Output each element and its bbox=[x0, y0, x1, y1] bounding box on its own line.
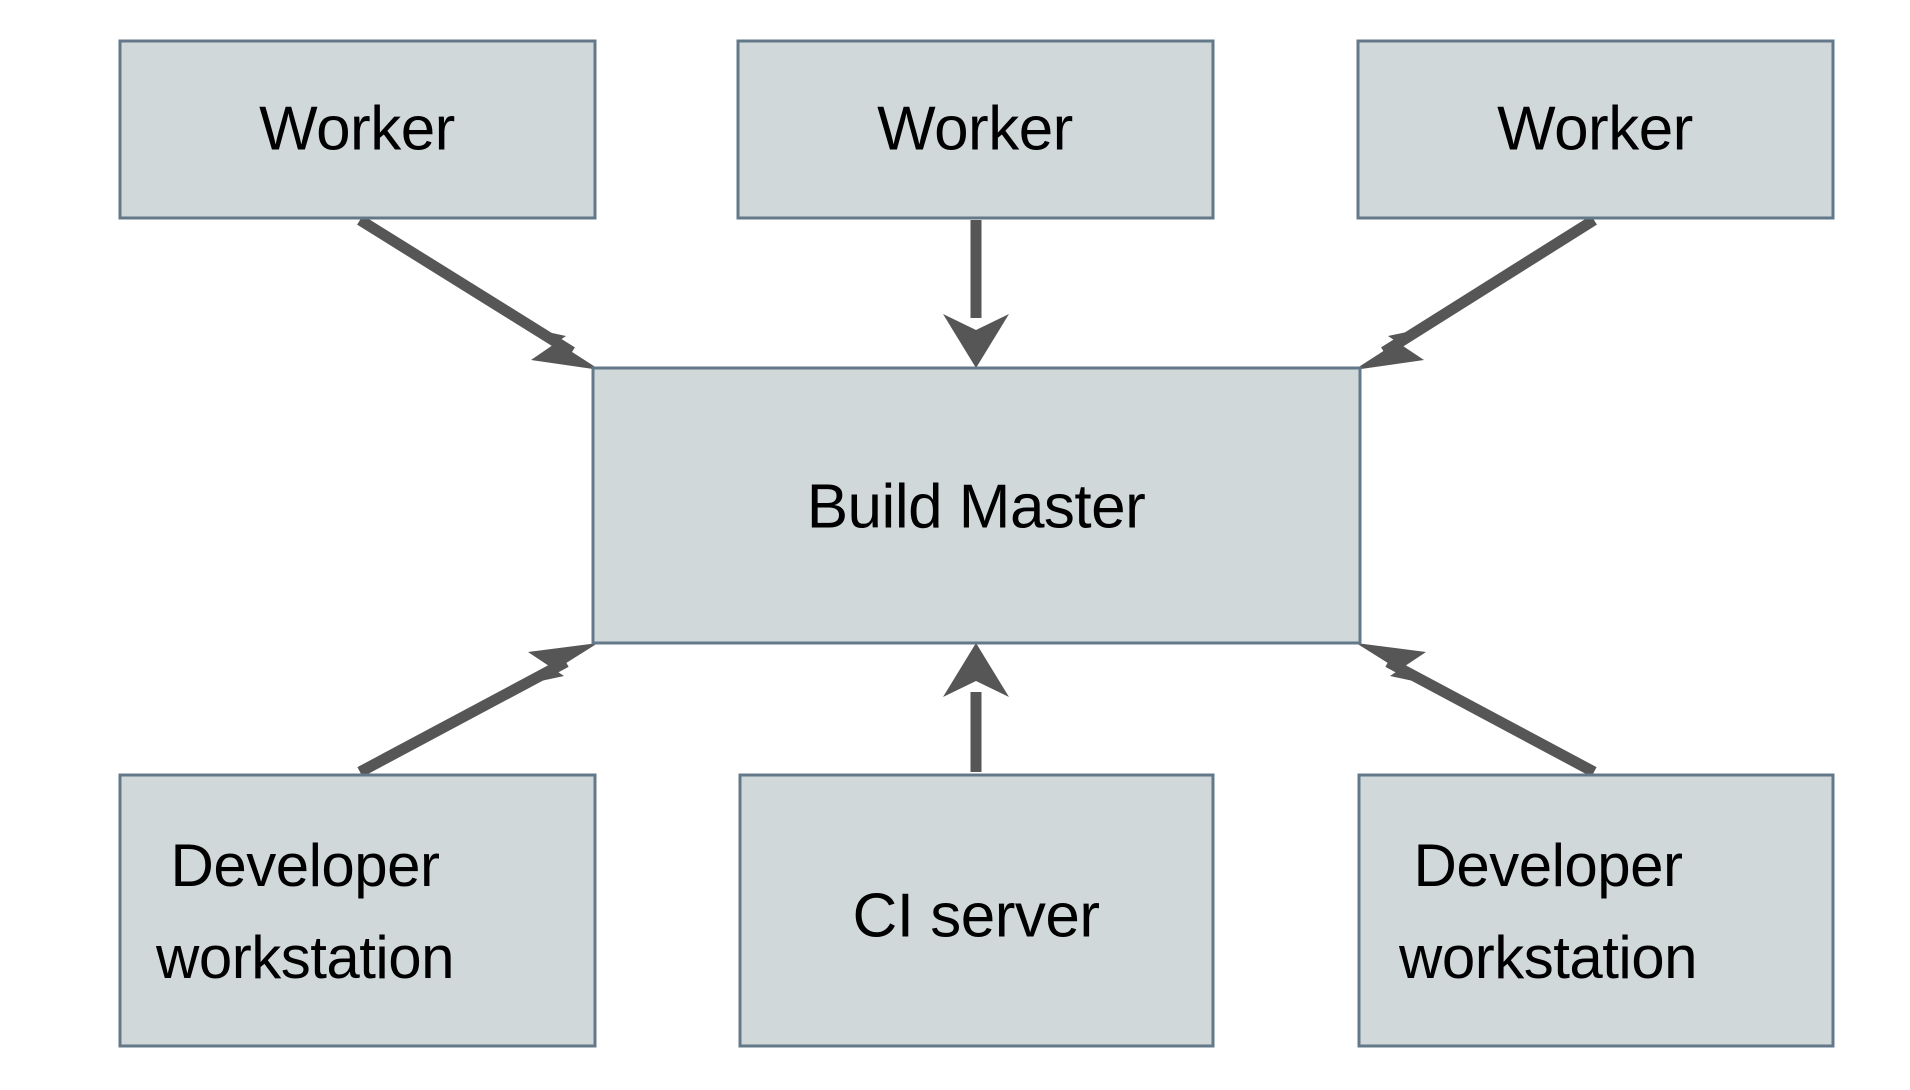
node-developer-workstation-left-label-line1: Developer bbox=[171, 832, 440, 899]
edge-worker-1-to-build-master-line bbox=[357, 215, 575, 357]
node-worker-3-label: Worker bbox=[1497, 94, 1693, 163]
edge-worker-3-to-build-master bbox=[1354, 215, 1597, 370]
edge-worker-1-to-build-master bbox=[357, 215, 600, 370]
node-worker-1-box[interactable] bbox=[118, 39, 597, 220]
node-developer-workstation-left-label-line2: workstation bbox=[155, 924, 454, 991]
node-developer-workstation-right[interactable]: Developer workstation bbox=[1357, 773, 1835, 1048]
edge-worker-3-to-build-master-line bbox=[1381, 215, 1597, 357]
edge-ci-server-to-build-master-arrowhead bbox=[943, 643, 1009, 697]
node-developer-workstation-right-box[interactable] bbox=[1357, 773, 1835, 1048]
node-worker-2[interactable]: Worker bbox=[736, 39, 1215, 220]
edge-worker-3-to-build-master-arrowhead bbox=[1354, 330, 1424, 370]
edge-developer-workstation-left-to-build-master-line bbox=[357, 657, 569, 777]
edge-developer-workstation-left-to-build-master bbox=[357, 643, 598, 777]
edge-worker-2-to-build-master bbox=[943, 220, 1009, 368]
node-build-master-label: Build Master bbox=[807, 472, 1146, 541]
edge-developer-workstation-left-to-build-master-arrowhead bbox=[528, 643, 598, 682]
node-worker-1[interactable]: Worker bbox=[118, 39, 597, 220]
edge-developer-workstation-right-to-build-master-arrowhead bbox=[1356, 643, 1426, 682]
node-worker-3-box[interactable] bbox=[1356, 39, 1835, 220]
node-developer-workstation-right-label-line1: Developer bbox=[1414, 832, 1683, 899]
node-worker-2-label: Worker bbox=[877, 94, 1073, 163]
edge-worker-2-to-build-master-arrowhead bbox=[943, 314, 1009, 368]
edge-ci-server-to-build-master bbox=[943, 643, 1009, 772]
node-build-master-box[interactable] bbox=[591, 366, 1362, 645]
edge-worker-1-to-build-master-arrowhead bbox=[531, 330, 600, 370]
edge-developer-workstation-right-to-build-master-line bbox=[1385, 657, 1597, 777]
node-worker-2-box[interactable] bbox=[736, 39, 1215, 220]
node-developer-workstation-left[interactable]: Developer workstation bbox=[118, 773, 597, 1048]
node-worker-3[interactable]: Worker bbox=[1356, 39, 1835, 220]
node-developer-workstation-left-box[interactable] bbox=[118, 773, 597, 1048]
node-developer-workstation-right-label-line2: workstation bbox=[1398, 924, 1697, 991]
node-ci-server-box[interactable] bbox=[738, 773, 1215, 1048]
node-ci-server-label: CI server bbox=[853, 881, 1100, 950]
node-worker-1-label: Worker bbox=[259, 94, 455, 163]
node-ci-server[interactable]: CI server bbox=[738, 773, 1215, 1048]
node-build-master[interactable]: Build Master bbox=[591, 366, 1362, 645]
edge-developer-workstation-right-to-build-master bbox=[1356, 643, 1597, 777]
